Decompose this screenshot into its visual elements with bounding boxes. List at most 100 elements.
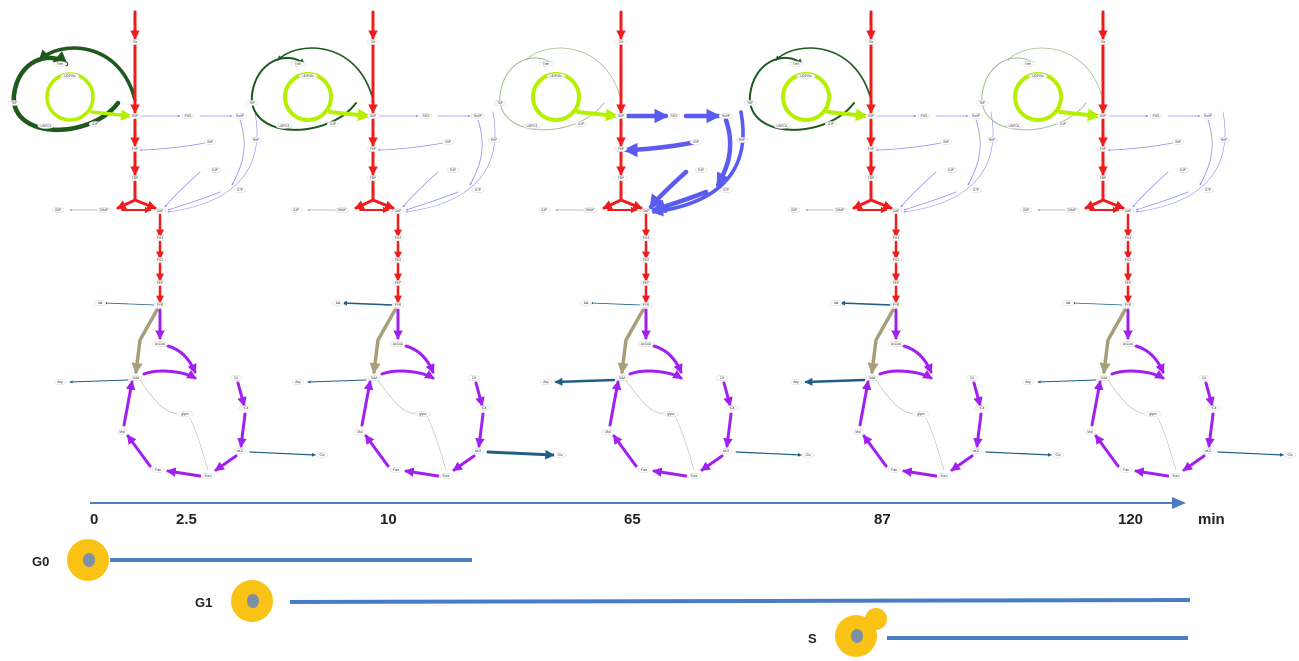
node-label-gap: GAP (395, 209, 402, 213)
treh-to-t6p-flux (277, 47, 374, 101)
oaa-to-cit-flux (380, 369, 435, 380)
akg-to-glu-flux (1217, 451, 1284, 457)
x5p-to-f6p-flux (377, 141, 449, 152)
node-ala (93, 300, 107, 306)
node-oaa (865, 375, 879, 381)
node-g1p (88, 121, 102, 127)
time-axis-arrowhead (1172, 497, 1186, 509)
node-udpglc (546, 73, 566, 79)
s7p-to-gap-flux (903, 191, 957, 211)
node-udpglc (298, 73, 318, 79)
node-t6p (493, 100, 507, 106)
node-asp (539, 379, 553, 385)
fbp-to-dhap-flux (852, 180, 873, 210)
node-label-fbp: FBP (868, 176, 874, 180)
node-label-accoa: AcCoA (393, 342, 404, 346)
e4p-to-gap-flux (164, 171, 201, 208)
node-pg2 (153, 257, 167, 263)
node-r5p (1217, 137, 1231, 143)
time-axis: 0 2.5 10 65 87 120 min (90, 497, 1225, 528)
node-treh (538, 61, 554, 67)
node-treh (788, 61, 804, 67)
node-label-glx: glyox (181, 412, 189, 416)
udpg-cycle-ring (531, 72, 581, 122)
node-label-x5p: X5P (693, 140, 699, 144)
node-label-s7p: S7P (1205, 188, 1211, 192)
glyox-to-succ-flux (1157, 417, 1177, 471)
node-udpglc (60, 73, 80, 79)
node-label-pg2: PG2 (643, 258, 650, 262)
node-pep (153, 280, 167, 286)
akg-to-succ-flux (700, 454, 724, 472)
node-icit (476, 405, 492, 411)
ru5p-branch-flux (715, 117, 733, 188)
node-label-g6p: G6P (868, 114, 874, 118)
node-label-ru5p: Ru5P (474, 114, 482, 118)
node-pg2 (639, 257, 653, 263)
node-r5p (487, 137, 501, 143)
mal-to-oaa-flux (360, 380, 374, 427)
node-glx (662, 411, 680, 417)
node-dhap (582, 207, 598, 213)
node-label-pyr: PYR (157, 303, 164, 307)
node-label-cit: Cit (1202, 376, 1206, 380)
treh-to-t6p-flux (38, 46, 137, 102)
node-label-pep: PEP (893, 281, 899, 285)
node-label-pg3: PG3 (1125, 236, 1132, 240)
node-s7p (233, 187, 247, 193)
node-udpg (275, 123, 293, 129)
x5p-to-f6p-flux (139, 141, 211, 152)
node-label-glu: Glu (1288, 453, 1293, 457)
glyox-to-succ-flux (675, 417, 695, 471)
node-g3p (51, 207, 65, 213)
node-fum (637, 467, 651, 473)
node-succ (200, 473, 216, 479)
akg-to-glu-flux (985, 451, 1052, 457)
node-label-udpg: UDPG1 (777, 124, 788, 128)
succ-to-fum-flux (1134, 467, 1170, 478)
node-label-oaa: OAA (619, 376, 627, 380)
node-label-f6p: F6P (868, 147, 874, 151)
node-label-glx: glyox (1149, 412, 1157, 416)
node-mal (1083, 429, 1097, 435)
node-udpglc (1028, 73, 1048, 79)
glyox-shunt-flux (625, 379, 667, 415)
oaa-to-asp-flux (1037, 379, 1097, 384)
node-fbp (864, 175, 878, 181)
x5p-to-f6p-flux (623, 139, 699, 158)
fbp-to-gap-flux (133, 198, 157, 210)
phase-s: S (808, 608, 1188, 657)
node-label-glc: Glc (371, 40, 376, 44)
node-label-oaa: OAA (133, 376, 141, 380)
node-label-pg3: PG3 (893, 236, 900, 240)
udpg-cycle-ring (45, 72, 95, 122)
node-label-x5p: X5P (445, 140, 451, 144)
node-label-fum: Fum (641, 468, 648, 472)
node-cit (467, 375, 481, 381)
node-pyr (1121, 302, 1135, 308)
s7p-to-gap-flux (167, 191, 221, 211)
node-label-udpg: UDPG1 (1009, 124, 1020, 128)
node-succ (438, 473, 454, 479)
node-ru5p (232, 113, 248, 119)
node-glc (366, 39, 380, 45)
node-label-oaa: OAA (1101, 376, 1109, 380)
nucleus-icon-g0 (83, 553, 95, 567)
node-label-treh: Treh (793, 62, 800, 66)
node-label-treh: Treh (295, 62, 302, 66)
pyr-to-oaa-flux (131, 308, 159, 375)
node-label-ru5p: Ru5P (236, 114, 244, 118)
succ-to-fum-flux (404, 467, 440, 478)
node-label-g3p: G3P (1023, 208, 1029, 212)
mal-to-oaa-flux (858, 380, 872, 427)
node-label-t6p: T6P (497, 101, 503, 105)
node-glx (912, 411, 930, 417)
fbp-to-gap-flux (869, 198, 893, 210)
node-ru5p (718, 113, 734, 119)
node-label-accoa: AcCoA (891, 342, 902, 346)
node-glc (864, 39, 878, 45)
node-label-succ: Succ (442, 474, 449, 478)
node-label-pg2: PG2 (157, 258, 164, 262)
node-label-udpg: UDPG1 (41, 124, 52, 128)
node-label-dhap: DHAP (100, 208, 109, 212)
